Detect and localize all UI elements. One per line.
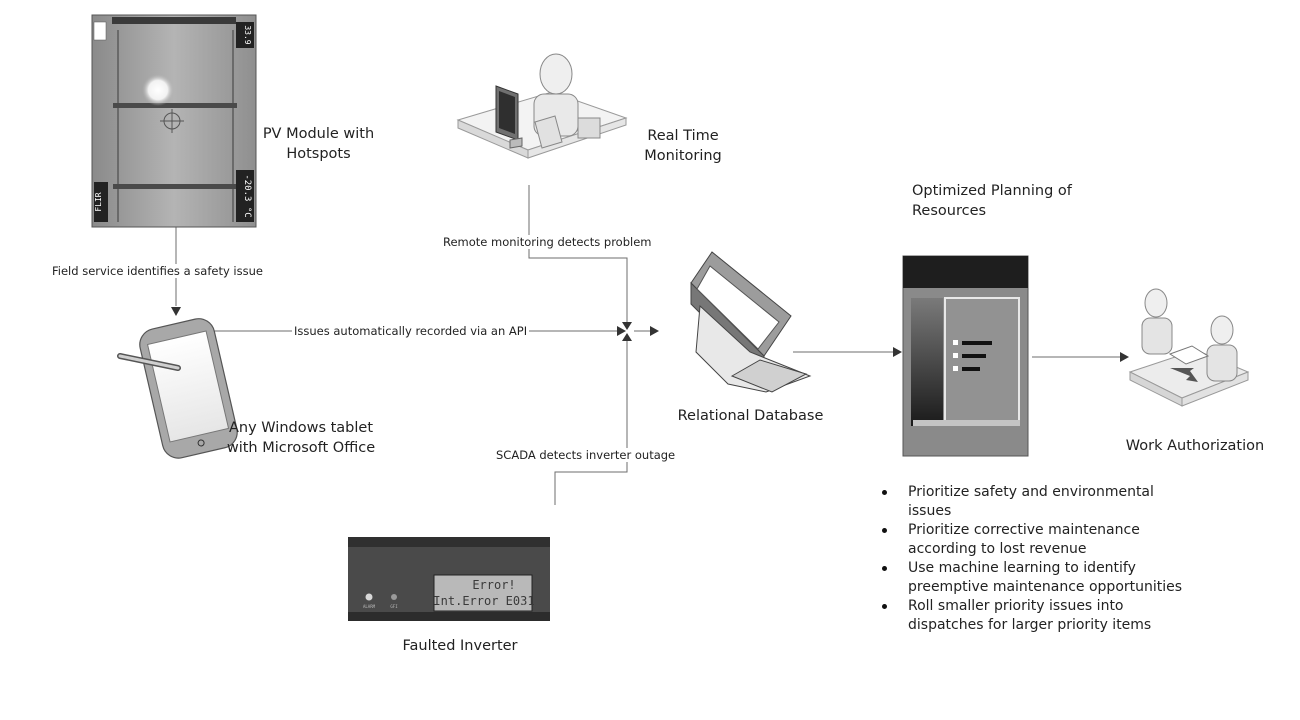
arrowhead-work [1120,352,1129,362]
arrowhead-tablet [171,307,181,316]
arrowhead-database [650,326,659,336]
edge-label-field-service: Field service identifies a safety issue [50,264,265,278]
arrowhead-junction-bottom [622,333,632,341]
edge-line-scada [554,341,628,505]
planning-bullet-item: Use machine learning to identify preempt… [876,559,1196,596]
real-time-monitoring-label: Real Time Monitoring [644,128,722,164]
work-authorization-label: Work Authorization [1125,438,1265,454]
pv-brand-logo: FLIR [94,192,103,211]
arrowheads [171,307,1129,362]
planning-bullet-item: Roll smaller priority issues into dispat… [876,597,1196,634]
edge-label-remote-monitoring: Remote monitoring detects problem [441,235,654,249]
tablet-label: Any Windows tablet with Microsoft Office [226,420,376,456]
planning-bullet-item: Prioritize corrective maintenance accord… [876,521,1196,558]
faulted-inverter-label: Faulted Inverter [402,638,518,654]
pv-readout-bottom: -20.3 °C [242,174,252,217]
database-monitor-icon [690,251,812,393]
edge-line-remote-monitoring [528,185,628,322]
inverter-display-line2: Int.Error E031 [433,594,534,608]
optimized-planning-label: Optimized Planning of Resources [912,183,1072,219]
arrowhead-planning [893,347,902,357]
arrowhead-junction-left [617,326,626,336]
edge-label-api: Issues automatically recorded via an API [292,324,530,338]
tablet-pen-icon [117,318,238,459]
inverter-led-gfi: GFI [390,604,398,609]
work-authorization-people-icon [1128,288,1250,407]
planning-panel-icon [902,255,1029,457]
pv-module-thermal-image: 33.9 -20.3 °C FLIR [91,14,257,228]
faulted-inverter-photo: Error! Int.Error E031 ALARM GFI ESC [348,537,550,621]
inverter-display-line1: Error! [472,578,515,592]
planning-bullet-item: Prioritize safety and environmental issu… [876,483,1196,520]
arrowhead-junction-top [622,322,632,330]
pv-readout-top: 33.9 [243,25,252,44]
planning-bullet-list: Prioritize safety and environmental issu… [876,483,1196,635]
relational-database-label: Relational Database [677,408,824,424]
inverter-led-esc: ESC [522,604,530,609]
monitoring-person-icon [456,53,628,159]
pv-module-label: PV Module with Hotspots [262,126,375,162]
inverter-led-alarm: ALARM [363,604,376,609]
edge-label-scada: SCADA detects inverter outage [494,448,678,462]
